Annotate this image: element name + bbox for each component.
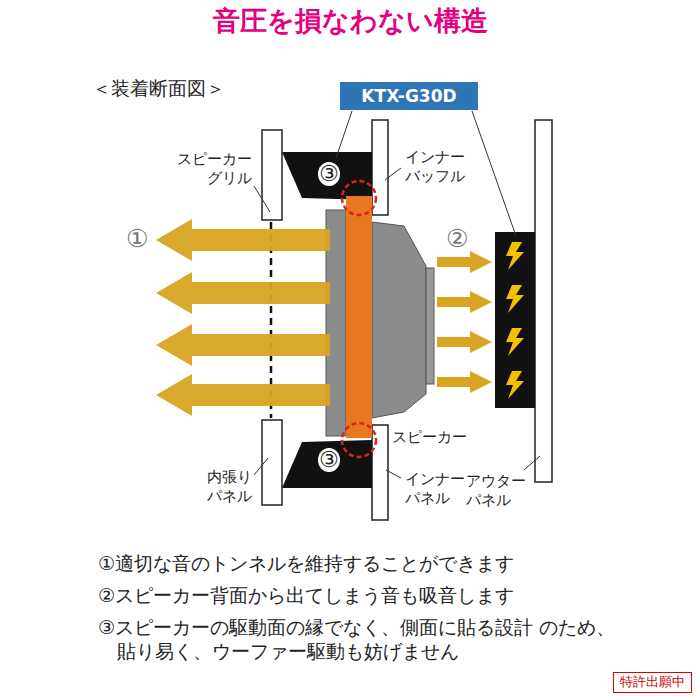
callout-number: ② — [446, 223, 468, 254]
part-label: アウター パネル — [466, 472, 526, 510]
speaker-magnet — [426, 268, 434, 384]
feature-note: ③スピーカーの駆動面の縁でなく、側面に貼る設計 のため、貼り易く、ウーファー駆動… — [98, 616, 678, 664]
feature-note: ①適切な音のトンネルを維持することができます — [98, 552, 514, 576]
leader-lines — [254, 111, 540, 478]
ktx-wedge — [282, 440, 372, 488]
product-name-box: KTX-G30D — [340, 82, 478, 110]
inner-panel — [372, 425, 388, 520]
patent-pending-box: 特許出願中 — [613, 672, 692, 693]
part-label: スピーカー — [392, 428, 467, 447]
absorber-pad — [495, 232, 535, 408]
page-title: 音圧を損なわない構造 — [0, 4, 700, 38]
inner-panel — [372, 120, 388, 215]
box-text: 特許出願中 — [620, 674, 685, 691]
front-sound-arrows — [156, 219, 330, 416]
inner-trim-panel — [262, 130, 282, 220]
part-label: インナー バッフル — [405, 148, 465, 186]
callout-number: ③ — [318, 448, 340, 472]
rear-sound-arrows — [437, 251, 492, 393]
callout-number: ③ — [318, 162, 340, 186]
callout-number: ① — [126, 223, 148, 254]
inner-trim-panel — [262, 420, 282, 505]
part-label: インナー パネル — [405, 470, 465, 508]
section-heading: ＜装着断面図＞ — [92, 77, 225, 101]
feature-note: ②スピーカー背面から出てしまう音も吸音します — [98, 584, 514, 608]
highlight-circle — [342, 181, 376, 215]
part-label: スピーカー グリル — [177, 150, 252, 188]
sound-absorption-marks — [506, 242, 524, 399]
part-label: 内張り パネル — [207, 468, 252, 506]
ktx-wedge — [282, 152, 372, 200]
speaker-ring — [346, 196, 372, 438]
box-text: KTX-G30D — [352, 85, 466, 107]
outer-panel — [535, 120, 552, 482]
highlight-circle — [342, 423, 376, 457]
speaker-basket — [372, 222, 426, 418]
